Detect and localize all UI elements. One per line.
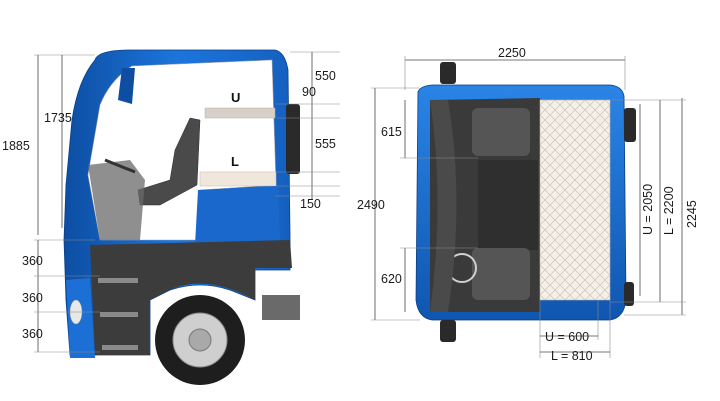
dim-555: 555	[315, 137, 336, 151]
dim-615: 615	[381, 125, 402, 139]
top-driver-seat	[472, 248, 530, 300]
dim-360-lower: 360	[22, 327, 43, 341]
dim-2250: 2250	[498, 46, 526, 60]
dim-1885: 1885	[2, 139, 30, 153]
driver-seat	[137, 117, 201, 206]
top-mirror-left	[440, 62, 456, 84]
dim-150: 150	[300, 197, 321, 211]
step-1	[98, 278, 138, 283]
upper-bunk	[204, 107, 276, 119]
dim-2490: 2490	[357, 198, 385, 212]
dim-u-2050: U = 2050	[641, 184, 655, 235]
side-fairing	[262, 295, 300, 320]
top-passenger-seat	[472, 108, 530, 156]
side-view-truck	[63, 49, 300, 385]
step-3	[102, 345, 138, 350]
dim-l-810: L = 810	[551, 349, 593, 363]
step-2	[100, 312, 138, 317]
top-cab-floor	[478, 160, 538, 250]
top-dimension-lines	[371, 56, 686, 358]
bunk-upper-label: U	[231, 90, 240, 105]
top-view-truck	[415, 62, 636, 342]
dim-550: 550	[315, 69, 336, 83]
bunk-lower-label: L	[231, 154, 239, 169]
steering-wheel	[104, 158, 136, 174]
dim-1735: 1735	[44, 111, 72, 125]
top-mirror-right	[440, 320, 456, 342]
side-dimension-lines	[34, 51, 340, 353]
dim-u-600: U = 600	[545, 330, 589, 344]
cab-door	[195, 186, 280, 245]
wheel-hub	[188, 328, 212, 352]
lower-bunk	[199, 171, 277, 187]
top-mirror-arm-right	[624, 108, 636, 142]
side-mirror	[286, 104, 300, 174]
dim-90: 90	[302, 85, 316, 99]
chassis-skirt	[90, 240, 292, 355]
top-mirror-arm-right-lower	[624, 282, 634, 306]
top-bunk	[539, 99, 611, 301]
sun-visor	[118, 68, 135, 104]
dim-620: 620	[381, 272, 402, 286]
top-dashboard	[430, 100, 457, 312]
dim-2245: 2245	[685, 200, 699, 228]
dashboard	[88, 160, 145, 240]
dim-360-middle: 360	[22, 291, 43, 305]
dim-l-2200: L = 2200	[662, 186, 676, 235]
dim-360-upper: 360	[22, 254, 43, 268]
